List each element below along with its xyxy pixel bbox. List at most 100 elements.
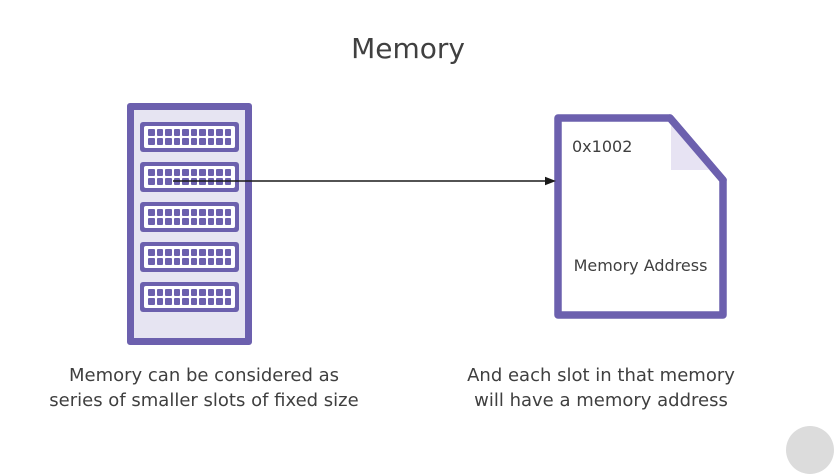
memory-chip: [173, 258, 180, 265]
memory-address-value: 0x1002: [572, 137, 633, 156]
memory-chip: [207, 129, 214, 136]
memory-chip: [224, 289, 231, 296]
memory-chip: [224, 218, 231, 225]
watermark-circle: [786, 426, 834, 474]
memory-chip: [173, 209, 180, 216]
memory-chip: [156, 218, 163, 225]
memory-tower: [127, 103, 252, 345]
memory-chip: [156, 289, 163, 296]
memory-chip: [148, 129, 155, 136]
memory-chip: [156, 209, 163, 216]
memory-chip: [190, 138, 197, 145]
memory-chip: [224, 298, 231, 305]
memory-chip: [148, 178, 155, 185]
memory-chip: [216, 138, 223, 145]
memory-chip: [190, 129, 197, 136]
memory-chip: [207, 138, 214, 145]
memory-chip: [199, 289, 206, 296]
memory-chip: [224, 209, 231, 216]
memory-caption: Memory can be considered as series of sm…: [24, 363, 384, 413]
memory-chip: [156, 258, 163, 265]
page-title: Memory: [351, 32, 465, 65]
memory-chip: [165, 249, 172, 256]
address-caption-line1: And each slot in that memory: [467, 365, 735, 386]
memory-chip: [224, 169, 231, 176]
memory-slot-board: [144, 206, 235, 228]
memory-chip: [190, 209, 197, 216]
memory-chip: [156, 169, 163, 176]
memory-chip: [182, 298, 189, 305]
memory-chip: [173, 169, 180, 176]
memory-chip: [148, 209, 155, 216]
memory-chip: [207, 258, 214, 265]
memory-chip: [216, 289, 223, 296]
memory-chip: [207, 298, 214, 305]
address-caption-line2: will have a memory address: [474, 390, 728, 411]
memory-chip: [165, 289, 172, 296]
memory-chip: [207, 169, 214, 176]
memory-chip: [216, 209, 223, 216]
memory-chip: [199, 258, 206, 265]
memory-chip: [173, 129, 180, 136]
memory-slot: [140, 242, 239, 272]
memory-chip: [199, 218, 206, 225]
memory-chip: [216, 169, 223, 176]
memory-chip: [216, 129, 223, 136]
memory-slot: [140, 122, 239, 152]
memory-chip: [207, 249, 214, 256]
memory-chip: [165, 129, 172, 136]
memory-chip: [148, 169, 155, 176]
memory-chip: [216, 218, 223, 225]
memory-caption-line2: series of smaller slots of fixed size: [49, 390, 359, 411]
memory-chip: [207, 218, 214, 225]
memory-chip: [199, 298, 206, 305]
memory-chip: [165, 209, 172, 216]
memory-slot-board: [144, 246, 235, 268]
memory-chip: [165, 178, 172, 185]
memory-chip: [173, 298, 180, 305]
memory-chip: [173, 218, 180, 225]
memory-chip: [224, 129, 231, 136]
memory-chip: [199, 249, 206, 256]
memory-chip: [182, 209, 189, 216]
memory-chip: [173, 249, 180, 256]
memory-caption-line1: Memory can be considered as: [68, 365, 340, 386]
memory-chip: [148, 289, 155, 296]
memory-chip: [199, 138, 206, 145]
memory-chip: [182, 138, 189, 145]
memory-chip: [207, 289, 214, 296]
memory-chip: [165, 218, 172, 225]
memory-chip: [165, 138, 172, 145]
memory-chip: [148, 249, 155, 256]
memory-chip: [148, 258, 155, 265]
memory-chip: [190, 289, 197, 296]
memory-chip: [156, 178, 163, 185]
memory-chip: [182, 249, 189, 256]
memory-chip: [165, 258, 172, 265]
memory-chip: [216, 258, 223, 265]
memory-chip: [199, 169, 206, 176]
slot-to-address-arrow-icon: [173, 176, 556, 186]
memory-chip: [190, 258, 197, 265]
memory-chip: [182, 169, 189, 176]
memory-chip: [165, 169, 172, 176]
memory-chip: [207, 209, 214, 216]
memory-chip: [156, 249, 163, 256]
memory-chip: [182, 129, 189, 136]
address-document-icon: [554, 114, 727, 319]
memory-chip: [156, 298, 163, 305]
memory-chip: [182, 258, 189, 265]
memory-chip: [190, 169, 197, 176]
memory-address-label: Memory Address: [573, 256, 708, 275]
address-caption: And each slot in that memory will have a…: [421, 363, 781, 413]
memory-chip: [224, 138, 231, 145]
memory-chip: [156, 129, 163, 136]
memory-chip: [199, 209, 206, 216]
memory-slot: [140, 282, 239, 312]
memory-chip: [182, 218, 189, 225]
memory-chip: [199, 129, 206, 136]
memory-chip: [165, 298, 172, 305]
memory-chip: [190, 218, 197, 225]
memory-chip: [216, 249, 223, 256]
memory-chip: [216, 298, 223, 305]
